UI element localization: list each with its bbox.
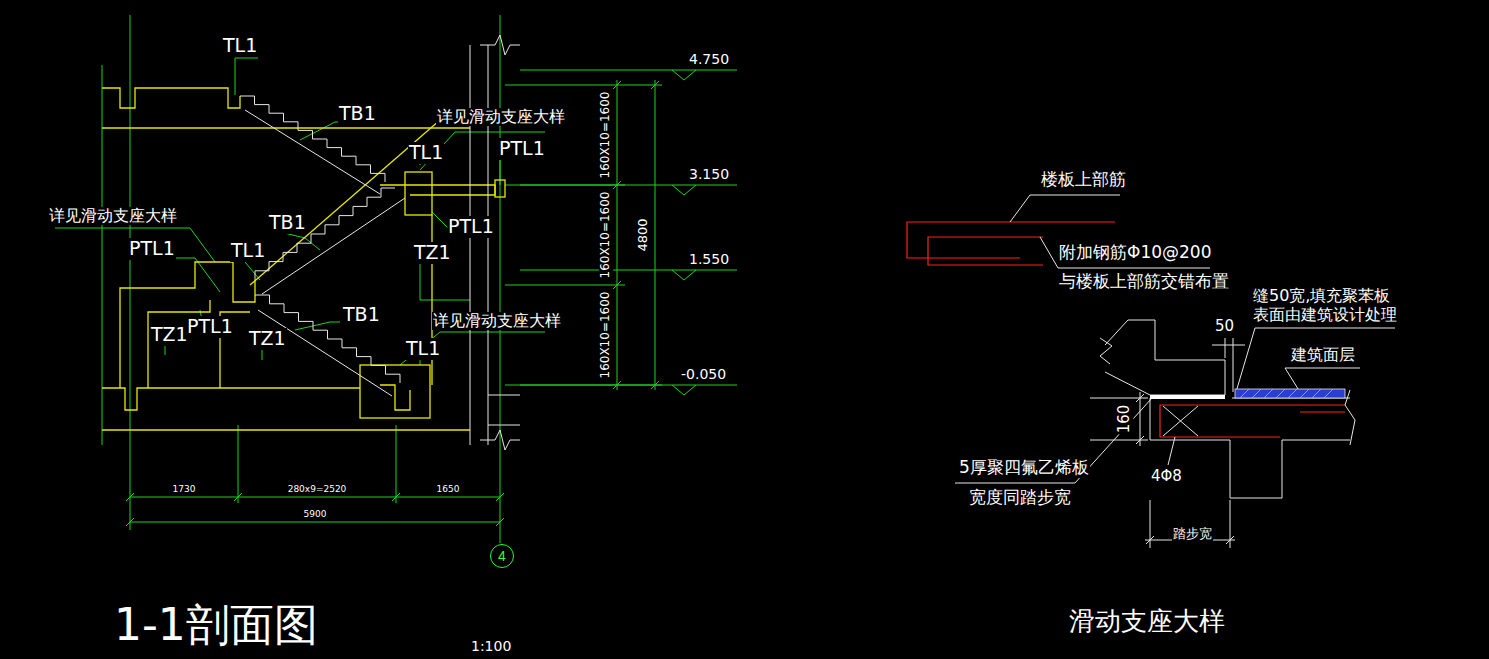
drawing-label: 表面由建筑设计处理 bbox=[1252, 306, 1398, 324]
drawing-label: 详见滑动支座大样 bbox=[436, 108, 566, 126]
drawing-label: 50 bbox=[1214, 318, 1235, 335]
drawing-label: 详见滑动支座大样 bbox=[48, 207, 178, 225]
drawing-label: TZ1 bbox=[150, 324, 189, 346]
drawing-label: 160X10=1600 bbox=[599, 191, 613, 280]
drawing-label: 3.150 bbox=[688, 166, 730, 182]
drawing-label: 1.550 bbox=[688, 251, 730, 267]
drawing-label: 缝50宽,填充聚苯板 bbox=[1252, 287, 1391, 305]
drawing-label: TB1 bbox=[338, 103, 377, 125]
drawing-label: 4800 bbox=[636, 217, 651, 252]
drawing-label: 160X10=1600 bbox=[599, 291, 613, 380]
drawing-label: PTL1 bbox=[186, 316, 234, 338]
axis-number: 4 bbox=[498, 549, 506, 563]
drawing-label: TZ1 bbox=[413, 242, 452, 264]
drawing-label: TL1 bbox=[405, 338, 441, 360]
drawing-label: 附加钢筋Φ10@200 bbox=[1058, 243, 1212, 263]
drawing-label: 4Φ8 bbox=[1150, 468, 1183, 485]
drawing-label: 1730 bbox=[172, 484, 197, 494]
drawing-label: PTL1 bbox=[128, 238, 176, 260]
drawing-label: PTL1 bbox=[498, 138, 546, 160]
drawing-label: 1650 bbox=[436, 484, 461, 494]
drawing-label: -0.050 bbox=[680, 366, 727, 382]
drawing-label: TB1 bbox=[342, 304, 381, 326]
drawing-label: 建筑面层 bbox=[1290, 346, 1356, 364]
drawing-label: TL1 bbox=[230, 240, 266, 262]
drawing-label: 160X10=1600 bbox=[599, 91, 613, 180]
drawing-label: 滑动支座大样 bbox=[1068, 607, 1226, 637]
drawing-label: 楼板上部筋 bbox=[1040, 170, 1127, 190]
drawing-label: 宽度同踏步宽 bbox=[968, 488, 1072, 508]
drawing-label: TB1 bbox=[268, 212, 307, 234]
drawing-label: TL1 bbox=[408, 142, 444, 164]
drawing-label: 280x9=2520 bbox=[287, 484, 348, 494]
drawing-label: PTL1 bbox=[447, 216, 495, 238]
drawing-label: 踏步宽 bbox=[1172, 527, 1213, 542]
axis-bubble: 4 bbox=[490, 544, 514, 568]
drawing-label: 4.750 bbox=[688, 51, 730, 67]
drawing-label: 5厚聚四氟乙烯板 bbox=[958, 458, 1090, 478]
drawing-label: 1-1剖面图 bbox=[113, 600, 319, 651]
drawing-label: 160 bbox=[1116, 404, 1133, 435]
drawing-label: TL1 bbox=[222, 35, 258, 57]
drawing-label: 与楼板上部筋交错布置 bbox=[1058, 272, 1230, 292]
drawing-label: TZ1 bbox=[248, 328, 287, 350]
drawing-label: 1:100 bbox=[470, 638, 512, 654]
drawing-label: 5900 bbox=[303, 509, 328, 519]
drawing-label: 详见滑动支座大样 bbox=[432, 312, 562, 330]
